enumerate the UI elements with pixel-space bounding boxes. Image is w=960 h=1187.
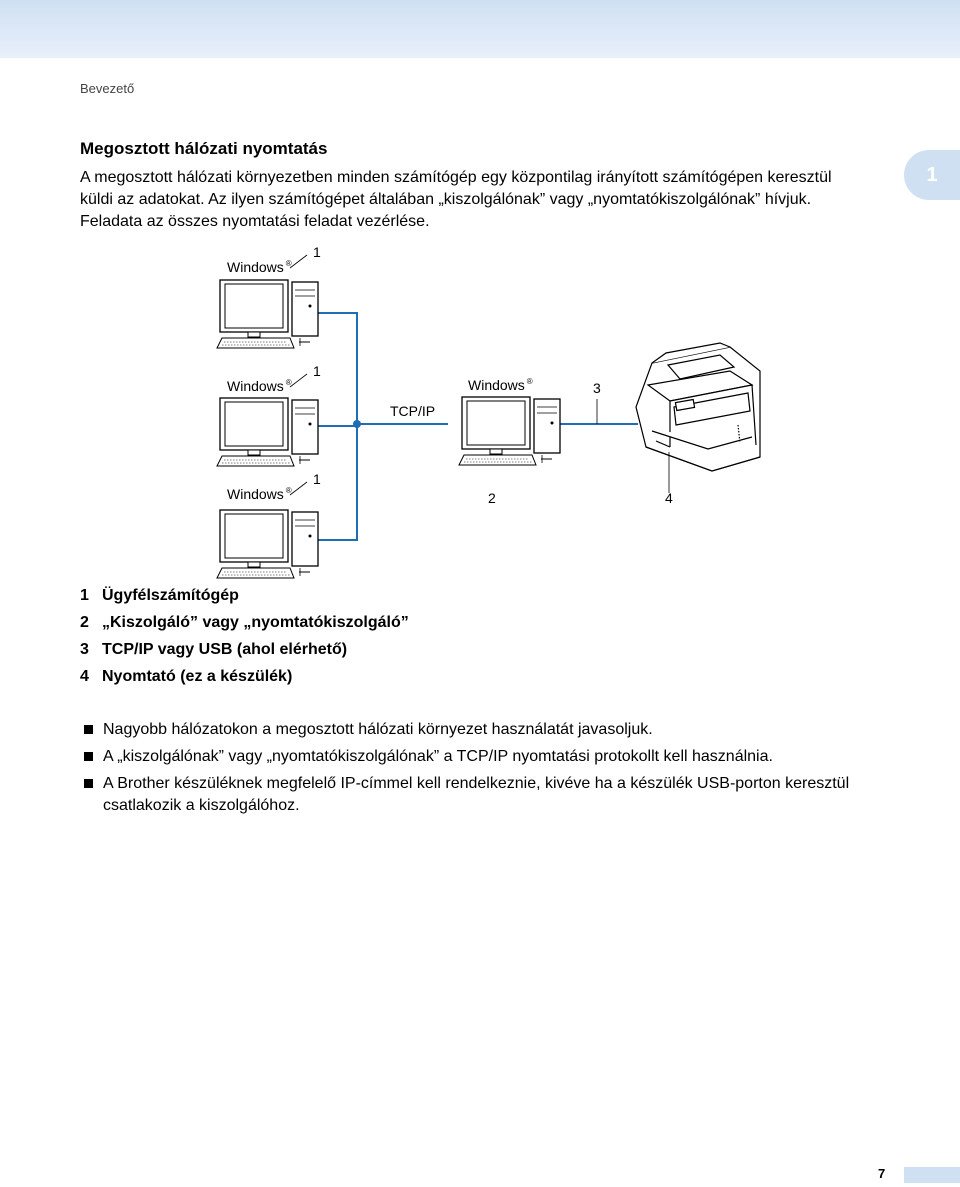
footer-bar [904, 1167, 960, 1183]
windows-label-2: Windows® [227, 378, 292, 394]
legend-number: 2 [80, 614, 89, 631]
legend-item: 4 Nyomtató (ez a készülék) [80, 663, 409, 690]
client-computer-1 [216, 279, 319, 349]
bullet-item: A Brother készüléknek megfelelő IP-címme… [80, 773, 910, 817]
intro-line: A megosztott hálózati környezetben minde… [80, 169, 832, 186]
legend-number: 4 [80, 668, 89, 685]
page-number: 7 [878, 1166, 886, 1181]
server-computer [458, 396, 561, 466]
legend-number: 3 [80, 641, 89, 658]
network-junction [353, 420, 361, 428]
bullet-square-icon [84, 725, 93, 734]
bullet-square-icon [84, 752, 93, 761]
bullet-item: Nagyobb hálózatokon a megosztott hálózat… [80, 719, 910, 741]
diagram-legend: 1 Ügyfélszámítógép 2 „Kiszolgáló” vagy „ny… [80, 582, 409, 690]
intro-paragraph: A megosztott hálózati környezetben minde… [80, 167, 900, 233]
callout-1a: 1 [313, 244, 321, 260]
bullet-text: A Brother készüléknek megfelelő IP-címme… [103, 775, 850, 814]
breadcrumb: Bevezető [80, 81, 135, 96]
windows-label-1: Windows® [227, 259, 292, 275]
network-diagram: Windows® 1 Windows® 1 Windows® 1 TCP/IP … [216, 244, 761, 579]
legend-text: „Kiszolgáló” vagy „nyomtatókiszolgáló” [102, 614, 409, 631]
bullet-square-icon [84, 779, 93, 788]
chapter-tab: 1 [904, 150, 960, 200]
tcpip-label: TCP/IP [390, 403, 435, 419]
legend-item: 1 Ügyfélszámítógép [80, 582, 409, 609]
windows-label-3: Windows® [227, 486, 292, 502]
client-computer-2 [216, 397, 319, 467]
header-band [0, 0, 960, 58]
bullet-text: Nagyobb hálózatokon a megosztott hálózat… [103, 721, 653, 738]
callout-4: 4 [665, 490, 673, 506]
bullet-text: A „kiszolgálónak” vagy „nyomtatókiszolgá… [103, 748, 773, 765]
client-computer-3 [216, 509, 319, 579]
section-title: Megosztott hálózati nyomtatás [80, 139, 328, 158]
callout-2: 2 [488, 490, 496, 506]
legend-item: 3 TCP/IP vagy USB (ahol elérhető) [80, 636, 409, 663]
legend-item: 2 „Kiszolgáló” vagy „nyomtatókiszolgáló” [80, 609, 409, 636]
bullet-list: Nagyobb hálózatokon a megosztott hálózat… [80, 719, 910, 822]
windows-label-server: Windows® [468, 377, 533, 393]
legend-text: TCP/IP vagy USB (ahol elérhető) [102, 641, 348, 658]
intro-line: küldi az adatokat. Az ilyen számítógépet… [80, 191, 812, 208]
intro-line: Feladata az összes nyomtatási feladat ve… [80, 213, 430, 230]
printer [635, 342, 761, 472]
callout-1b: 1 [313, 363, 321, 379]
legend-text: Nyomtató (ez a készülék) [102, 668, 293, 685]
legend-number: 1 [80, 587, 89, 604]
callout-1c: 1 [313, 471, 321, 487]
bullet-item: A „kiszolgálónak” vagy „nyomtatókiszolgá… [80, 746, 910, 768]
legend-text: Ügyfélszámítógép [102, 587, 239, 604]
callout-3: 3 [593, 380, 601, 396]
